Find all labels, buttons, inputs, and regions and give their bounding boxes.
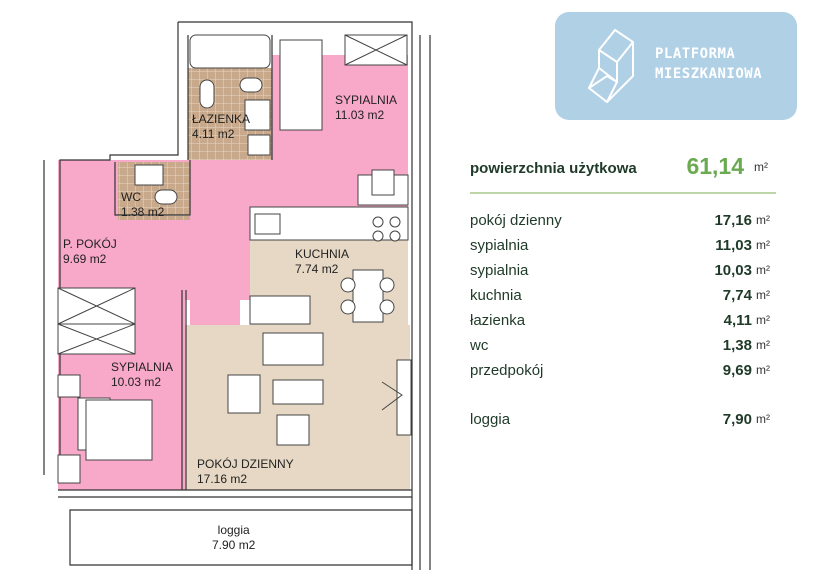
row-value: 11,03: [715, 237, 752, 254]
room-area: 11.03 m2: [335, 108, 385, 122]
room-row: pokój dzienny 17,16 m²: [470, 212, 770, 232]
row-value: 9,69: [722, 362, 752, 379]
row-value: 1,38: [722, 337, 752, 354]
row-name: łazienka: [470, 312, 526, 329]
room-name: P. POKÓJ: [63, 237, 117, 251]
walls: [43, 21, 431, 570]
room-name: POKÓJ DZIENNY: [197, 457, 294, 471]
row-name: sypialnia: [470, 262, 529, 279]
room-name: ŁAZIENKA: [192, 112, 251, 126]
row-value: 10,03: [714, 262, 752, 279]
row-value: 7,90: [722, 411, 752, 428]
room-area: 1.38 m2: [121, 205, 165, 219]
row-unit: m²: [756, 213, 770, 227]
divider: [470, 192, 776, 194]
room-area: 9.69 m2: [63, 252, 107, 266]
row-unit: m²: [756, 313, 770, 327]
row-unit: m²: [756, 238, 770, 252]
room-row: łazienka 4,11 m²: [470, 312, 770, 332]
furniture: [57, 34, 412, 484]
logo-line: MIESZKANIOWA: [655, 66, 763, 82]
row-value: 17,16: [714, 212, 752, 229]
room-row: wc 1,38 m²: [470, 337, 770, 357]
total-value: 61,14: [686, 153, 744, 179]
room-area: 7.74 m2: [295, 262, 339, 276]
room-name: SYPIALNIA: [111, 360, 174, 374]
row-name: przedpokój: [470, 362, 544, 379]
room-name: WC: [121, 190, 141, 204]
row-unit: m²: [756, 288, 770, 302]
room-area: 17.16 m2: [197, 472, 248, 486]
row-unit: m²: [756, 338, 770, 352]
room-row: przedpokój 9,69 m²: [470, 362, 770, 382]
row-name: pokój dzienny: [470, 212, 562, 229]
floor-plan: [43, 21, 431, 570]
row-name: sypialnia: [470, 237, 529, 254]
total-area: powierzchnia użytkowa 61,14 m²: [470, 153, 780, 180]
total-label: powierzchnia użytkowa: [470, 160, 637, 177]
total-unit: m²: [754, 160, 768, 174]
room-area: 4.11 m2: [192, 127, 235, 141]
room-name: SYPIALNIA: [335, 93, 398, 107]
row-name: wc: [470, 337, 489, 354]
logo-cubes-icon: [587, 28, 634, 104]
room-area: 10.03 m2: [111, 375, 162, 389]
row-value: 4,11: [723, 312, 752, 329]
loggia-row: loggia 7,90 m²: [470, 411, 770, 431]
room-row: kuchnia 7,74 m²: [470, 287, 770, 307]
room-row: sypialnia 11,03 m²: [470, 237, 770, 257]
room-row: sypialnia 10,03 m²: [470, 262, 770, 282]
row-unit: m²: [756, 412, 770, 426]
row-unit: m²: [756, 363, 770, 377]
row-name: loggia: [470, 411, 511, 428]
row-unit: m²: [756, 263, 770, 277]
row-value: 7,74: [722, 287, 752, 304]
logo: PLATFORMA MIESZKANIOWA: [555, 12, 797, 120]
room-area: 7.90 m2: [212, 538, 256, 552]
room-name: KUCHNIA: [295, 247, 350, 261]
logo-text: PLATFORMA MIESZKANIOWA: [655, 44, 762, 84]
row-name: kuchnia: [470, 287, 522, 304]
logo-line: PLATFORMA: [655, 46, 736, 62]
room-name: loggia: [217, 523, 250, 537]
